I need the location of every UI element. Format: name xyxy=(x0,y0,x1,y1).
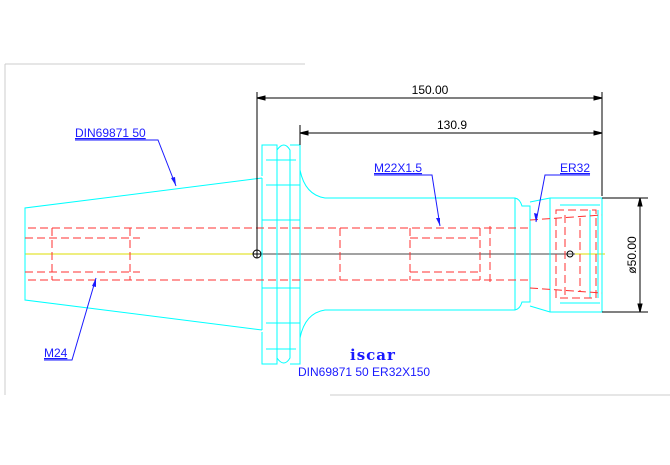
leader-collet xyxy=(535,174,590,223)
label-collet: ER32 xyxy=(560,161,590,175)
leader-taper-arrow xyxy=(171,177,176,186)
leader-taper xyxy=(75,139,177,187)
center-mark-right xyxy=(566,250,574,258)
dim-gauge-length xyxy=(299,125,603,145)
leader-thread-mid xyxy=(374,174,441,227)
leader-thread-rear xyxy=(44,277,97,361)
label-thread-rear: M24 xyxy=(44,346,68,360)
dim-diameter-text: ø50.00 xyxy=(625,236,639,274)
tool-holder-outline xyxy=(24,144,603,365)
dim-overall-length-text: 150.00 xyxy=(412,83,449,97)
taper-outline xyxy=(24,177,263,331)
leader-thread-rear-arrow xyxy=(92,278,96,287)
leader-collet-arrow xyxy=(534,213,538,222)
leader-thread-mid-arrow xyxy=(436,218,440,226)
label-thread-mid: M22X1.5 xyxy=(374,161,422,175)
drawing-title: DIN69871 50 ER32X150 xyxy=(298,365,430,379)
label-taper: DIN69871 50 xyxy=(75,126,146,140)
dim-gauge-length-text: 130.9 xyxy=(437,118,467,132)
dim-overall-length xyxy=(256,92,603,250)
dim-diameter xyxy=(602,197,648,313)
hidden-lines xyxy=(25,209,603,299)
brand-logo: iscar xyxy=(350,346,396,364)
